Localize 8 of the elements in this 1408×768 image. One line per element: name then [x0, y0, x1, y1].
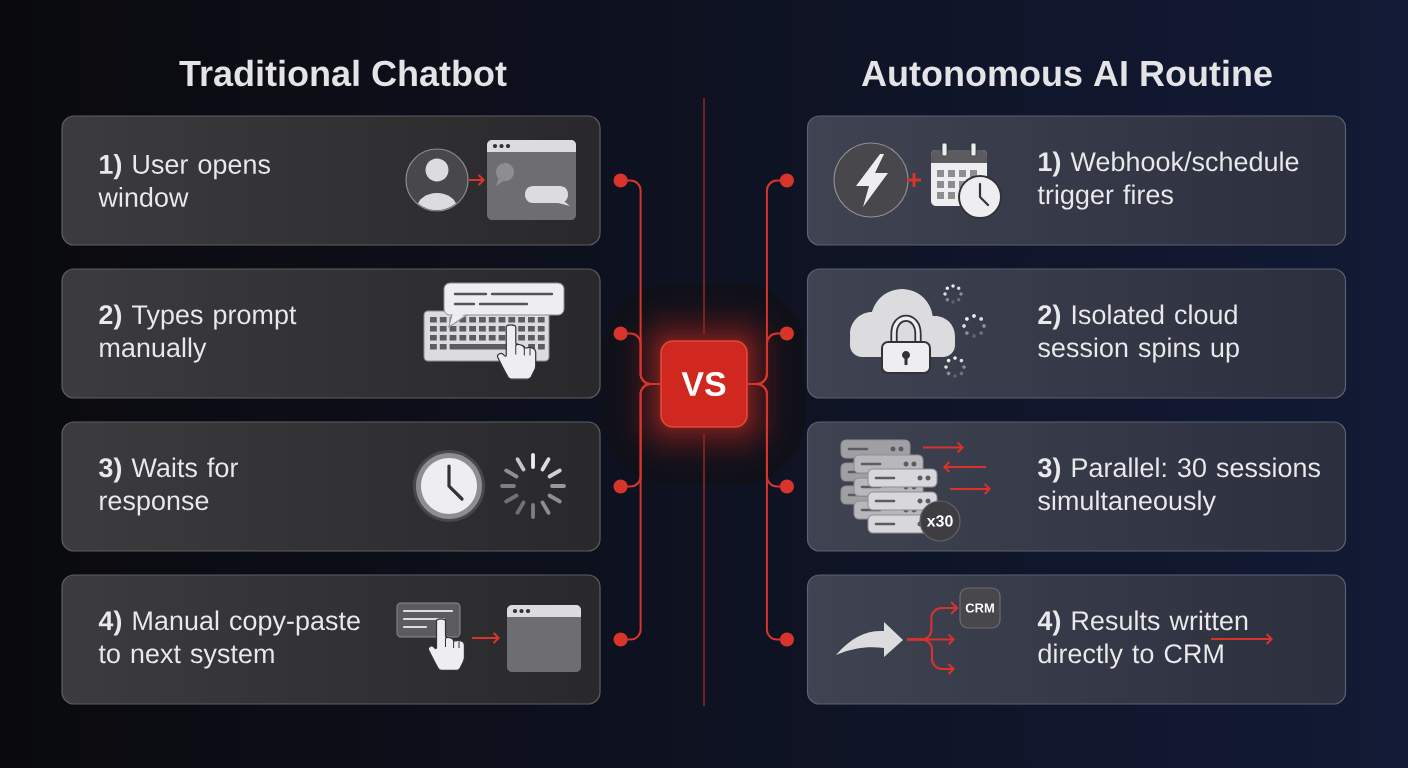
connector — [613, 383, 662, 647]
versus-badge: VS — [660, 340, 748, 428]
app-tile: CRM — [959, 587, 1001, 629]
count-badge: x30 — [919, 500, 961, 542]
step-card: 2) Isolated cloud session spins up — [806, 268, 1347, 399]
connector — [746, 383, 794, 647]
step-card: 3) Waits for response — [61, 421, 601, 552]
connector — [906, 601, 959, 641]
